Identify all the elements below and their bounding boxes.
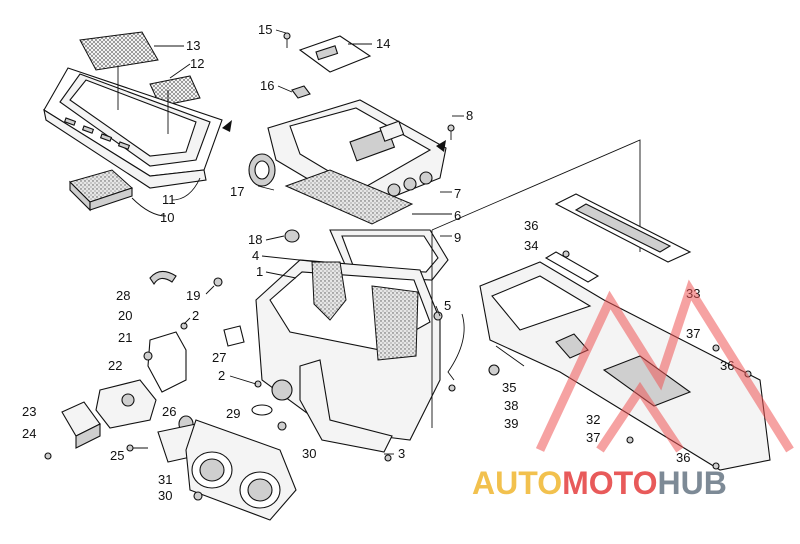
callout-32: 32 [586, 412, 600, 427]
automotohub-watermark: AUTOMOTOHUB [472, 279, 794, 501]
callout-39: 39 [504, 416, 518, 431]
callout-25: 25 [110, 448, 124, 463]
cap-18 [284, 229, 300, 243]
watermark-hub: HUB [657, 465, 726, 501]
throttle-sensor-22 [95, 379, 157, 429]
callout-14: 14 [376, 36, 390, 51]
callout-23: 23 [22, 404, 36, 419]
callout-28: 28 [116, 288, 130, 303]
callout-30b: 30 [158, 488, 172, 503]
callout-5: 5 [444, 298, 451, 313]
plate-34 [544, 251, 600, 283]
clamp-29 [251, 404, 273, 416]
callout-34: 34 [524, 238, 538, 253]
screw-3 [384, 454, 392, 462]
callout-35: 35 [502, 380, 516, 395]
intake-boots-31 [185, 419, 297, 521]
module-23 [61, 401, 101, 449]
grommet-19 [213, 277, 223, 287]
callout-2b: 2 [218, 368, 225, 383]
bracket-20 [147, 331, 187, 393]
filter-element-10 [69, 169, 133, 212]
callout-11: 11 [162, 192, 176, 207]
rod-38 [447, 313, 465, 381]
callout-17: 17 [230, 184, 244, 199]
svg-text:AUTOMOTOHUB: AUTOMOTOHUB [472, 465, 727, 501]
seal-33 [554, 193, 692, 263]
nut-21 [143, 351, 153, 361]
coupler-17 [248, 153, 276, 187]
screw-2a [180, 322, 188, 330]
callout-9: 9 [454, 230, 461, 245]
screw-25 [126, 444, 148, 452]
arrow-marker-icon [222, 120, 232, 132]
filter-screen-13 [79, 31, 159, 71]
callout-24: 24 [22, 426, 36, 441]
callout-36a: 36 [524, 218, 538, 233]
screw-15 [283, 32, 291, 48]
callout-21: 21 [118, 330, 132, 345]
intake-tray-7 [267, 99, 447, 211]
screw-30 [193, 421, 287, 501]
callout-1: 1 [256, 264, 263, 279]
screw-8 [447, 124, 455, 140]
cover-slots [63, 117, 131, 150]
airbox-1 [255, 259, 441, 453]
callout-16: 16 [260, 78, 274, 93]
filter-foam-6 [284, 169, 414, 225]
callout-36c: 36 [676, 450, 690, 465]
callout-19: 19 [186, 288, 200, 303]
callout-38: 38 [504, 398, 518, 413]
callout-13: 13 [186, 38, 200, 53]
callout-15: 15 [258, 22, 272, 37]
callout-8: 8 [466, 108, 473, 123]
rod-35 [488, 345, 525, 376]
callout-30a: 30 [302, 446, 316, 461]
callout-27: 27 [212, 350, 226, 365]
callout-22: 22 [108, 358, 122, 373]
callout-37a: 37 [686, 326, 700, 341]
arrow-marker-icon-2 [436, 140, 446, 152]
callout-26: 26 [162, 404, 176, 419]
callout-12: 12 [190, 56, 204, 71]
callout-4: 4 [252, 248, 259, 263]
callout-37b: 37 [586, 430, 600, 445]
screw-37 [626, 344, 720, 444]
assembly-outline [431, 139, 641, 428]
callout-2a: 2 [192, 308, 199, 323]
leader-lines [117, 29, 464, 455]
watermark-auto: AUTO [472, 465, 562, 501]
callout-7: 7 [454, 186, 461, 201]
screw-39 [448, 384, 456, 392]
watermark-moto: MOTO [562, 465, 657, 501]
callout-18: 18 [248, 232, 262, 247]
callout-3: 3 [398, 446, 405, 461]
callout-6: 6 [454, 208, 461, 223]
clip-27 [223, 325, 245, 347]
gasket-16 [291, 85, 311, 99]
callout-10: 10 [160, 210, 174, 225]
callout-29: 29 [226, 406, 240, 421]
filter-cover-11 [43, 67, 223, 189]
watermark-logo-icon [535, 279, 794, 453]
label-plate-14 [298, 35, 372, 73]
callout-31: 31 [158, 472, 172, 487]
callout-20: 20 [118, 308, 132, 323]
screw-24 [44, 452, 52, 460]
gasket-5 [433, 311, 443, 321]
clamp-28 [149, 270, 177, 286]
